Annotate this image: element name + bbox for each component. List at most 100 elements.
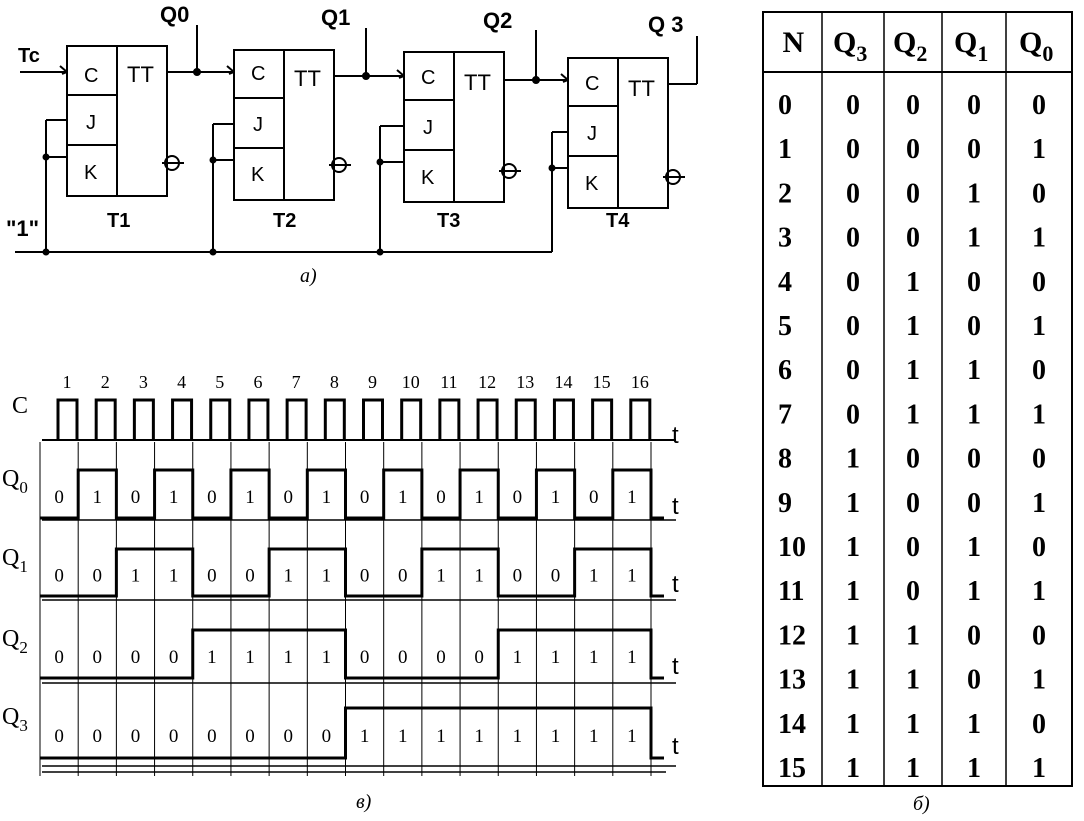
signal-value: 1	[436, 726, 446, 747]
signal-value: 1	[513, 726, 523, 747]
t1-tt-label: TT	[127, 62, 154, 87]
signal-value: 1	[551, 487, 561, 508]
pulse-number: 11	[440, 372, 457, 392]
signal-value: 0	[551, 566, 561, 587]
state-bit: 1	[967, 399, 981, 430]
flipflop-t3: C J K TT T3	[396, 51, 521, 232]
signal-value: 0	[93, 726, 103, 747]
signal-label: Q2	[2, 626, 28, 657]
pulse-number: 4	[177, 372, 186, 392]
state-bit: 0	[906, 223, 920, 254]
signal-label: Q3	[2, 704, 28, 735]
row-number: 10	[778, 532, 806, 563]
state-bit: 1	[906, 267, 920, 298]
state-bit: 0	[906, 90, 920, 121]
pulse-number: 5	[215, 372, 224, 392]
row-number: 14	[778, 709, 806, 740]
state-bit: 0	[1032, 532, 1046, 563]
signal-value: 0	[54, 647, 64, 668]
clock-pulse	[209, 398, 232, 440]
signal-value: 0	[93, 647, 103, 668]
state-bit: 1	[846, 665, 860, 696]
clock-pulse	[56, 398, 79, 440]
row-number: 9	[778, 488, 792, 519]
t2-j-pin: J	[253, 114, 263, 136]
signal-value: 0	[513, 566, 523, 587]
signal-value: 1	[283, 566, 293, 587]
row-number: 0	[778, 90, 792, 121]
t4-tt-label: TT	[628, 76, 655, 101]
clock-pulse	[591, 398, 614, 440]
row-number: 6	[778, 355, 792, 386]
table-header-cell: Q1	[954, 26, 988, 66]
pulse-number: 12	[478, 372, 496, 392]
q2-output-label: Q2	[483, 8, 512, 33]
row-number: 3	[778, 223, 792, 254]
t3-c-pin: C	[421, 67, 435, 89]
signal-value: 1	[627, 487, 637, 508]
state-bit: 1	[967, 753, 981, 784]
signal-value: 1	[398, 726, 408, 747]
state-bit: 1	[846, 488, 860, 519]
state-bit: 1	[906, 355, 920, 386]
row-number: 4	[778, 267, 792, 298]
signal-value: 0	[169, 726, 179, 747]
state-bit: 0	[906, 576, 920, 607]
signal-value: 1	[474, 487, 484, 508]
table-header-cell: Q2	[893, 26, 927, 66]
signal-value: 0	[207, 726, 217, 747]
signal-value: 1	[398, 487, 408, 508]
signal-label: Q0	[2, 466, 28, 497]
signal-value: 0	[131, 726, 141, 747]
state-bit: 1	[1032, 753, 1046, 784]
state-bit: 0	[846, 223, 860, 254]
clock-pulse	[171, 398, 194, 440]
state-bit: 0	[846, 399, 860, 430]
state-bit: 0	[906, 532, 920, 563]
state-bit: 1	[1032, 399, 1046, 430]
t4-j-pin: J	[587, 123, 597, 145]
state-bit: 0	[967, 444, 981, 475]
clock-pulse	[514, 398, 537, 440]
signal-value: 0	[398, 647, 408, 668]
signal-value: 0	[131, 647, 141, 668]
signal-value: 1	[131, 566, 141, 587]
row-number: 8	[778, 444, 792, 475]
signal-value: 0	[54, 726, 64, 747]
signal-value: 1	[93, 487, 103, 508]
pulse-number: 6	[253, 372, 262, 392]
signal-value: 1	[627, 726, 637, 747]
signal-value: 0	[589, 487, 599, 508]
signal-value: 1	[627, 647, 637, 668]
signal-value: 0	[360, 487, 370, 508]
signal-value: 0	[245, 726, 255, 747]
row-number: 15	[778, 753, 806, 784]
t1-j-pin: J	[86, 112, 96, 134]
state-bit: 0	[1032, 444, 1046, 475]
clock-pulse	[285, 398, 308, 440]
time-axis-label: t	[672, 653, 679, 680]
clock-pulse	[400, 398, 423, 440]
row-number: 7	[778, 399, 792, 430]
state-bit: 1	[846, 753, 860, 784]
state-bit: 0	[1032, 178, 1046, 209]
pulse-number: 1	[63, 372, 72, 392]
state-bit: 0	[967, 267, 981, 298]
signal-value: 0	[54, 487, 64, 508]
state-bit: 0	[846, 178, 860, 209]
pulse-number: 13	[516, 372, 534, 392]
state-bit: 1	[1032, 665, 1046, 696]
state-bit: 1	[1032, 576, 1046, 607]
state-bit: 1	[906, 399, 920, 430]
signal-value: 1	[474, 726, 484, 747]
t2-name: T2	[273, 210, 296, 232]
state-bit: 0	[1032, 355, 1046, 386]
signal-value: 1	[551, 726, 561, 747]
signal-value: 0	[245, 566, 255, 587]
clock-pulse	[132, 398, 155, 440]
clock-pulse	[247, 398, 270, 440]
state-bit: 1	[906, 620, 920, 651]
flipflop-t1: C J K TT T1	[59, 45, 184, 232]
